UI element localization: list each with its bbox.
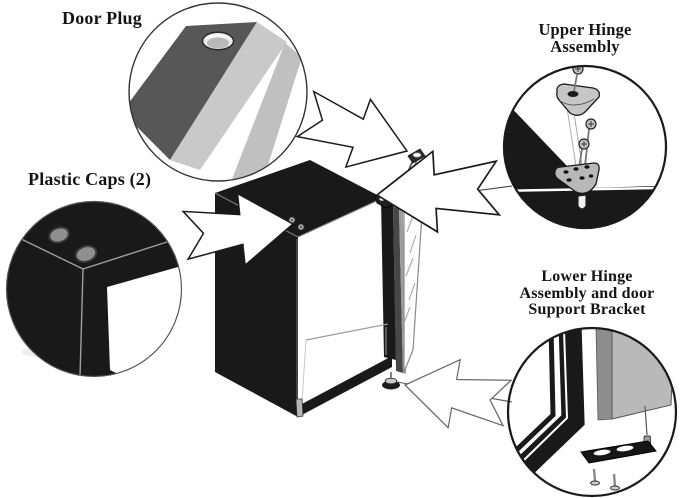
corner-band [513,328,585,479]
bracket-screws [590,468,620,491]
front-edge-line [297,197,384,238]
upper-hinge-label-line2: Assembly [550,37,620,57]
interior-floor-side-edge [301,339,307,403]
cabinet-opening-white [107,265,182,377]
upper-hinge-callout [502,64,668,230]
lower-hinge-label-line1: Lower Hinge [541,268,633,285]
door-foot [382,372,400,390]
door-corner-bevel [170,22,287,170]
cabinet-right-frame [381,199,396,360]
pin-guide-line [644,405,648,436]
plastic-caps-parts [48,226,98,263]
lower-hinge-label-line3: Support Bracket [528,301,646,319]
plastic-caps-label: Plastic Caps (2) [28,169,152,189]
upper-hinge-label: Upper Hinge Assembly [502,21,668,56]
upper-hinge-circle-outline [502,64,668,230]
top-screws [288,216,305,231]
door-corner-top-face [129,22,257,160]
corner-thin-strip [508,328,556,463]
corner-band-highlight [523,329,569,461]
cabinet-bottom-rail [298,356,392,417]
door-edge-dark [393,206,403,373]
door-panel-gray [611,328,675,420]
corner-edge-lines [16,236,171,377]
door-plug-hole [412,152,422,158]
lower-hinge-arrow-icon [398,350,514,438]
upper-hinge-label-line1: Upper Hinge [538,20,632,39]
cabinet-left-face [215,193,298,417]
lower-left-hinge-plate [295,398,304,418]
hinge-cover-cap [556,83,601,116]
hinge-pin [577,194,587,210]
hinge-screws [572,66,597,169]
cabinet-body [214,160,400,418]
cabinet-top-face [215,160,383,237]
lower-hinge-callout [506,326,678,498]
door-plug-part [201,31,235,51]
door-panel-edge-gray [595,328,613,421]
lower-hinge-circle-outline [506,326,678,498]
lower-hinge-label-line2: Assembly and door [519,284,655,302]
door-plug-callout [128,2,308,182]
door-corner-side [232,43,302,181]
lower-hinge-label: Lower Hinge Assembly and door Support Br… [490,268,683,319]
cabinet-corner-black [504,100,656,228]
door-plug-circle-outline [128,2,308,182]
interior-floor-edge [305,323,389,341]
plastic-caps-callout [5,200,183,378]
support-bracket [580,440,657,464]
screw-guide-line [565,100,577,167]
door-plug-label: Door Plug [62,8,142,28]
plastic-caps-circle-outline [5,200,183,378]
upper-hinge-plate [554,162,600,210]
